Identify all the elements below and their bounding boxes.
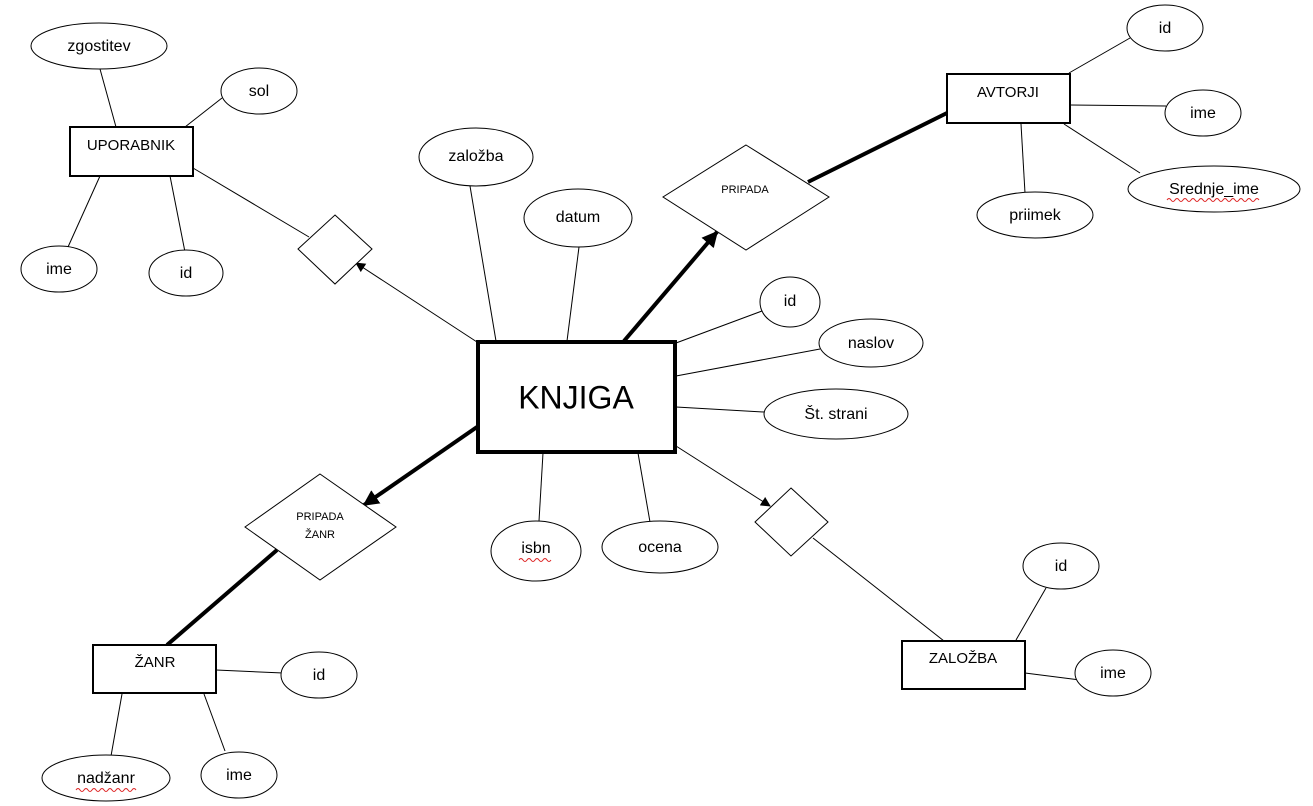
entity-box-knjiga: [476, 340, 677, 454]
relation-diamond-pripada-zanr: [244, 473, 397, 581]
line-knjiga-zalozba-attr: [469, 185, 497, 342]
line-knjiga-isbn: [538, 452, 544, 522]
attr-label-zanr-nadzanr: nadžanr: [77, 770, 135, 787]
attr-ellipse-knjiga-isbn: [490, 520, 582, 582]
connectors: [67, 37, 1167, 757]
line-knjiga-zalozba-relation: [675, 445, 771, 507]
entity-label-uporabnik: UPORABNIK: [87, 137, 175, 154]
attr-label-uporabnik-sol: sol: [249, 83, 269, 100]
line-knjiga-pripada-zanr: [362, 425, 479, 507]
line-knjiga-ocena: [637, 452, 651, 523]
attr-label-zalozba-ime: ime: [1100, 665, 1126, 682]
attr-label-knjiga-id: id: [784, 293, 796, 310]
attr-label-zanr-id: id: [313, 667, 325, 684]
line-knjiga-pripada: [622, 230, 719, 343]
relation-label-pripada: PRIPADA: [721, 184, 769, 196]
attr-label-knjiga-st-strani: Št. strani: [804, 404, 867, 423]
attr-ellipse-uporabnik-sol: [220, 67, 298, 115]
line-pripada-zanr-zanr: [165, 548, 279, 647]
attr-label-knjiga-ocena: ocena: [638, 539, 682, 556]
spellcheck-underline-srednje-ime: [1166, 198, 1260, 202]
attr-ellipse-zanr-nadzanr: [41, 754, 171, 802]
attributes: zgostitev sol ime id založba datum id na…: [20, 4, 1301, 802]
attr-ellipse-knjiga-id: [759, 276, 821, 328]
line-zalozba-ime: [1024, 672, 1081, 681]
line-zalozba-relation: [812, 537, 945, 642]
entity-label-knjiga: KNJIGA: [518, 379, 634, 415]
line-zanr-nadzanr: [110, 693, 123, 757]
line-uporabnik-ime: [67, 175, 101, 248]
entity-box-zanr: [92, 644, 217, 694]
attr-label-knjiga-datum: datum: [556, 209, 600, 226]
spellcheck-underline-nadzanr: [75, 788, 137, 792]
attr-label-avtorji-priimek: priimek: [1009, 207, 1062, 224]
relation-label-pripada-zanr-1: PRIPADA: [296, 511, 344, 523]
line-zanr-id: [215, 669, 284, 674]
attr-ellipse-knjiga-naslov: [818, 318, 924, 368]
attr-label-uporabnik-zgostitev: zgostitev: [67, 38, 130, 55]
attr-ellipse-knjiga-ocena: [601, 520, 719, 574]
attr-ellipse-avtorji-id: [1126, 4, 1204, 52]
line-avtorji-srednje-ime: [1063, 123, 1141, 174]
line-uporabnik-id: [169, 175, 186, 253]
attr-ellipse-uporabnik-ime: [20, 245, 98, 293]
attr-ellipse-knjiga-datum: [523, 188, 633, 248]
entity-label-zanr: ŽANR: [135, 654, 176, 671]
line-zanr-ime: [203, 693, 226, 752]
attr-label-knjiga-naslov: naslov: [848, 335, 894, 352]
entities: KNJIGA UPORABNIK AVTORJI ŽANR ZALOŽBA: [69, 73, 1071, 694]
line-avtorji-ime: [1069, 104, 1167, 107]
attr-ellipse-knjiga-st-strani: [763, 388, 909, 440]
attr-ellipse-knjiga-zalozba: [418, 127, 534, 187]
relation-diamond-pripada: [662, 144, 830, 251]
line-avtorji-priimek: [1020, 123, 1026, 194]
attr-ellipse-zanr-ime: [200, 751, 278, 799]
attr-ellipse-avtorji-priimek: [976, 191, 1094, 239]
attr-ellipse-uporabnik-id: [148, 249, 224, 297]
attr-ellipse-zanr-id: [280, 651, 358, 699]
line-uporabnik-zgostitev: [99, 68, 117, 128]
attr-ellipse-zalozba-ime: [1074, 649, 1152, 697]
line-knjiga-id: [675, 310, 763, 344]
line-uporabnik-sol: [184, 97, 223, 128]
entity-label-zalozba: ZALOŽBA: [929, 650, 997, 667]
attr-label-knjiga-isbn: isbn: [521, 540, 550, 557]
attr-label-knjiga-zalozba: založba: [448, 148, 503, 165]
attr-ellipse-zalozba-id: [1022, 542, 1100, 590]
spellcheck-underline-isbn: [518, 558, 552, 562]
line-pripada-avtorji: [807, 111, 948, 184]
entity-box-avtorji: [946, 73, 1071, 124]
line-knjiga-datum: [566, 246, 580, 342]
attr-label-zanr-ime: ime: [226, 767, 252, 784]
relationships: PRIPADA PRIPADA ŽANR: [244, 144, 830, 581]
attr-label-avtorji-id: id: [1159, 20, 1171, 37]
entity-box-zalozba: [901, 640, 1026, 690]
attr-label-avtorji-ime: ime: [1190, 105, 1216, 122]
line-zalozba-id: [1015, 587, 1047, 641]
attr-ellipse-avtorji-ime: [1164, 89, 1242, 137]
attr-label-uporabnik-ime: ime: [46, 261, 72, 278]
line-knjiga-st-strani: [675, 406, 765, 413]
entity-box-uporabnik: [69, 126, 194, 177]
relation-diamond-zalozba: [754, 487, 829, 557]
line-knjiga-uporabnik-relation: [355, 262, 478, 343]
attr-label-avtorji-srednje-ime: Srednje_ime: [1169, 181, 1259, 198]
attr-ellipse-uporabnik-zgostitev: [30, 22, 168, 70]
attr-label-zalozba-id: id: [1055, 558, 1067, 575]
line-avtorji-id: [1068, 37, 1131, 74]
entity-label-avtorji: AVTORJI: [977, 84, 1039, 101]
relation-diamond-uporabnik: [297, 214, 373, 285]
attr-label-uporabnik-id: id: [180, 265, 192, 282]
line-knjiga-naslov: [675, 348, 821, 377]
line-uporabnik-relation: [192, 167, 310, 238]
relation-label-pripada-zanr-2: ŽANR: [305, 528, 335, 541]
